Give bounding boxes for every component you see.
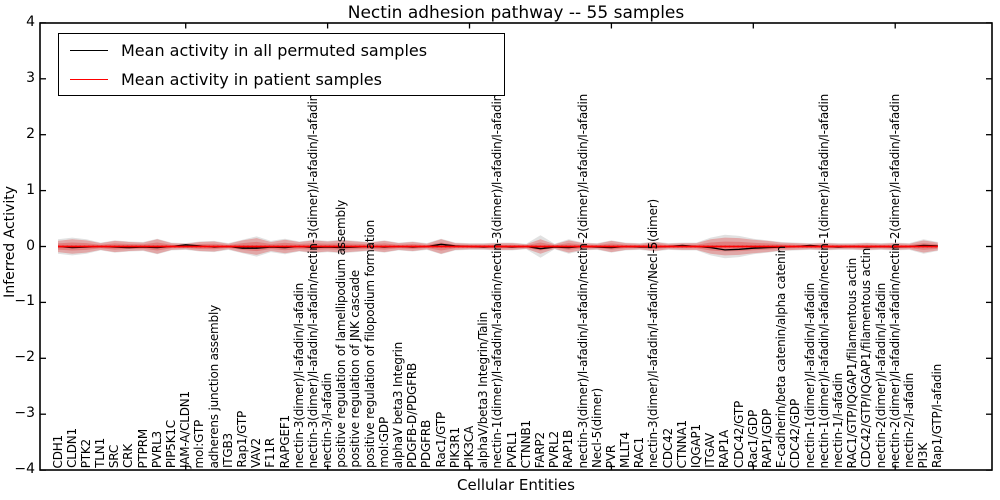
legend: Mean activity in all permuted samples Me… xyxy=(58,33,505,96)
x-tick-label: F11R xyxy=(263,438,278,468)
x-tick-label: RAC1 xyxy=(632,436,647,468)
x-tick-label: CDC42/GDP xyxy=(788,398,803,468)
y-tick-label: 1 xyxy=(26,181,35,198)
x-tick-label: PVRL2 xyxy=(547,430,562,468)
x-tick-label: nectin-3(dimer)/l-afadin/l-afadin/nectin… xyxy=(575,93,590,468)
x-tick-label: PVR xyxy=(603,444,618,468)
x-tick-label: IQGAP1 xyxy=(689,423,704,468)
x-tick-label: Rac1/GTP xyxy=(433,412,448,468)
x-tick-label: PIK3CA xyxy=(462,426,476,468)
x-tick-label: CDC42/GTP/IQGAP1/filamentous actin xyxy=(859,248,874,468)
x-tick-label: JAM-A/CLDN1 xyxy=(178,391,193,468)
x-tick-label: CTNNA1 xyxy=(674,419,689,468)
x-tick-label: nectin-1(dimer)/l-afadin/l-afadin xyxy=(802,282,817,468)
y-tick-label: −1 xyxy=(14,293,35,310)
y-axis-title: Inferred Activity xyxy=(2,186,18,298)
x-tick-label: positive regulation of filopodium format… xyxy=(362,220,377,468)
x-tick-label: adherens junction assembly xyxy=(206,304,221,468)
x-tick-label: nectin-3/l-afadin xyxy=(320,373,335,468)
x-tick-label: alphaV/beta3 Integrin/Talin xyxy=(476,311,491,468)
y-tick-label: −2 xyxy=(14,349,35,366)
legend-label-permuted: Mean activity in all permuted samples xyxy=(121,40,428,60)
x-tick-label: PI3K xyxy=(916,442,931,468)
x-tick-label: FARP2 xyxy=(532,431,547,468)
x-tick-label: nectin-2(dimer)/l-afadin/l-afadin/nectin… xyxy=(887,93,902,468)
x-tick-label: RAP1B xyxy=(561,429,576,468)
x-tick-label: nectin-1/l-afadin xyxy=(830,373,845,468)
red-line-sample-icon xyxy=(70,78,108,80)
y-tick-label: 2 xyxy=(26,125,35,142)
y-tick-label: −4 xyxy=(14,461,35,478)
legend-entry-patient: Mean activity in patient samples xyxy=(59,65,504,94)
x-tick-label: nectin-3(dimer)/l-afadin/l-afadin/nectin… xyxy=(305,93,320,468)
x-tick-label: SRC xyxy=(107,444,122,468)
x-tick-label: TLN1 xyxy=(93,438,108,468)
x-tick-label: alphaV beta3 Integrin xyxy=(391,341,406,468)
x-tick-label: CDC42/GTP xyxy=(731,401,746,468)
x-tick-label: PTK2 xyxy=(78,438,93,468)
x-tick-label: mol:GTP xyxy=(192,419,207,468)
x-tick-label: Necl-5(dimer) xyxy=(589,388,604,468)
y-tick-label: 4 xyxy=(26,13,35,30)
x-tick-label: CTNNB1 xyxy=(518,419,533,468)
x-tick-label: nectin-1(dimer)/l-afadin/l-afadin/nectin… xyxy=(490,93,505,468)
x-tick-label: nectin-1(dimer)/l-afadin/l-afadin/nectin… xyxy=(816,93,831,468)
x-tick-label: nectin-2/l-afadin xyxy=(901,373,916,468)
x-tick-label: RAC1/GTP/IQGAP1/filamentous actin xyxy=(845,257,860,468)
chart-title: Nectin adhesion pathway -- 55 samples xyxy=(347,3,685,23)
x-tick-label: CDC42 xyxy=(660,427,675,468)
x-tick-label: PIP5K1C xyxy=(164,419,179,468)
x-tick-label: CRK xyxy=(121,444,136,468)
x-tick-label: PIK3R1 xyxy=(447,426,462,468)
x-tick-label: RAP1/GDP xyxy=(760,408,774,468)
x-tick-label: RAP1A xyxy=(717,429,732,468)
x-tick-label: ITGB3 xyxy=(220,432,235,468)
x-tick-label: mol:GDP xyxy=(376,417,391,468)
x-tick-label: PTPRM xyxy=(135,428,150,469)
x-tick-label: VAV2 xyxy=(249,438,264,468)
x-tick-label: PDGFB-D/PDGFRB xyxy=(405,363,420,468)
x-tick-label: PVRL1 xyxy=(504,430,519,468)
x-tick-label: CDH1 xyxy=(50,434,65,468)
x-axis-title: Cellular Entities xyxy=(457,476,575,494)
x-tick-label: Rap1/GTP xyxy=(234,411,249,468)
x-tick-label: Rac1/GDP xyxy=(745,410,760,468)
x-tick-label: nectin-3(dimer)/l-afadin/l-afadin xyxy=(291,282,306,468)
y-tick-label: 0 xyxy=(26,237,35,254)
x-tick-label: CLDN1 xyxy=(64,428,79,468)
x-tick-label: positive regulation of JNK cascade xyxy=(348,270,363,468)
x-tick-label: ITGAV xyxy=(703,433,718,468)
x-tick-label: nectin-3(dimer)/l-afadin/l-afadin/Necl-5… xyxy=(646,198,661,468)
x-tick-label: E-cadherin/beta catenin/alpha catenin xyxy=(774,245,789,468)
x-tick-label: positive regulation of lamellipodium ass… xyxy=(334,200,349,468)
x-tick-label: RAPGEF1 xyxy=(277,414,292,468)
y-tick-label: −3 xyxy=(14,405,35,422)
x-tick-label: PVRL3 xyxy=(149,430,164,468)
x-tick-label: PDGFRB xyxy=(419,419,434,468)
x-tick-label: MLLT4 xyxy=(618,431,633,468)
legend-entry-permuted: Mean activity in all permuted samples xyxy=(59,36,504,65)
black-line-sample-icon xyxy=(70,49,108,51)
x-tick-label: Rap1/GTP/l-afadin xyxy=(930,364,945,468)
y-tick-label: 3 xyxy=(26,69,35,86)
x-tick-label: nectin-2(dimer)/l-afadin/l-afadin xyxy=(873,282,888,468)
legend-label-patient: Mean activity in patient samples xyxy=(121,69,382,89)
